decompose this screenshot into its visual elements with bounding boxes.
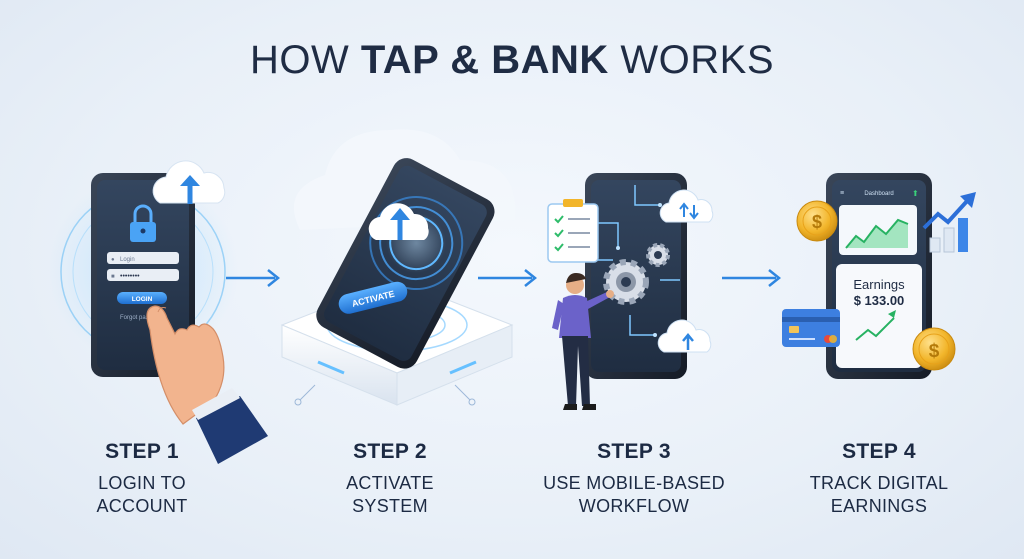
platform-light xyxy=(449,360,477,375)
share-icon[interactable]: ⬆ xyxy=(912,189,919,198)
menu-icon[interactable]: ≡ xyxy=(840,190,844,197)
arrow-right-icon xyxy=(226,269,281,287)
pointing-hand-icon xyxy=(146,305,268,464)
credit-card-icon xyxy=(782,309,840,347)
step-description: LOGIN TO ACCOUNT xyxy=(96,473,188,516)
title-brand: TAP & BANK xyxy=(360,38,609,82)
businessman-figure xyxy=(552,273,614,410)
step-description: TRACK DIGITAL EARNINGS xyxy=(809,473,949,516)
step-description: USE MOBILE-BASED WORKFLOW xyxy=(543,473,725,516)
growth-arrow-icon xyxy=(922,192,976,253)
earnings-label: Earnings xyxy=(853,277,905,292)
step1-illustration: Login ● •••••••• ■ LOGIN Forgot pa... xyxy=(48,160,268,464)
cloud-upload-icon xyxy=(152,160,226,204)
step-number: STEP 3 xyxy=(597,440,671,463)
login-button-label: LOGIN xyxy=(132,296,153,303)
step3-illustration xyxy=(547,173,714,410)
earnings-card xyxy=(836,264,922,368)
step-4: STEP 4 TRACK DIGITAL EARNINGS xyxy=(779,440,979,518)
dollar-coin-icon: $ xyxy=(912,327,956,371)
forgot-password-link[interactable]: Forgot pa... xyxy=(120,315,151,321)
step-number: STEP 1 xyxy=(105,440,179,463)
activate-button[interactable]: ACTIVATE xyxy=(337,280,410,316)
gear-icon xyxy=(646,243,670,267)
cloud-upload-icon xyxy=(368,203,429,240)
svg-text:$: $ xyxy=(929,341,940,362)
password-field[interactable] xyxy=(107,269,179,281)
step-2: STEP 2 ACTIVATE SYSTEM xyxy=(290,440,490,518)
login-field[interactable] xyxy=(107,252,179,264)
earnings-amount: $ 133.00 xyxy=(854,293,905,308)
dashboard-header: Dashboard xyxy=(864,191,893,197)
checklist-icon xyxy=(547,199,599,263)
arrow-right-icon xyxy=(478,269,538,287)
arrow-right-icon xyxy=(722,269,782,287)
login-field-text: Login xyxy=(120,257,135,263)
page-title: HOW TAP & BANK WORKS xyxy=(0,38,1024,83)
key-icon: ■ xyxy=(111,274,115,280)
user-icon: ● xyxy=(111,257,115,263)
password-field-text: •••••••• xyxy=(120,273,140,280)
cloud-sync-icon xyxy=(659,189,714,223)
platform-light xyxy=(317,360,345,375)
step-description: ACTIVATE SYSTEM xyxy=(346,473,434,516)
title-prefix: HOW xyxy=(249,38,361,82)
svg-text:$: $ xyxy=(812,212,822,232)
step-1: STEP 1 LOGIN TO ACCOUNT xyxy=(42,440,242,518)
platform-right xyxy=(396,324,513,406)
dollar-coin-icon: $ xyxy=(796,200,838,242)
step4-illustration: Dashboard ≡ ⬆ Earnings $ 133.00 $ $ xyxy=(782,173,976,379)
step-number: STEP 2 xyxy=(353,440,427,463)
lock-icon xyxy=(130,204,156,242)
gear-icon xyxy=(603,259,649,305)
step-3: STEP 3 USE MOBILE-BASED WORKFLOW xyxy=(534,440,734,518)
cloud-upload-icon xyxy=(657,319,712,353)
title-suffix: WORKS xyxy=(608,38,775,82)
step-number: STEP 4 xyxy=(842,440,916,463)
login-button[interactable] xyxy=(117,292,167,304)
step2-illustration: ACTIVATE xyxy=(280,129,516,406)
